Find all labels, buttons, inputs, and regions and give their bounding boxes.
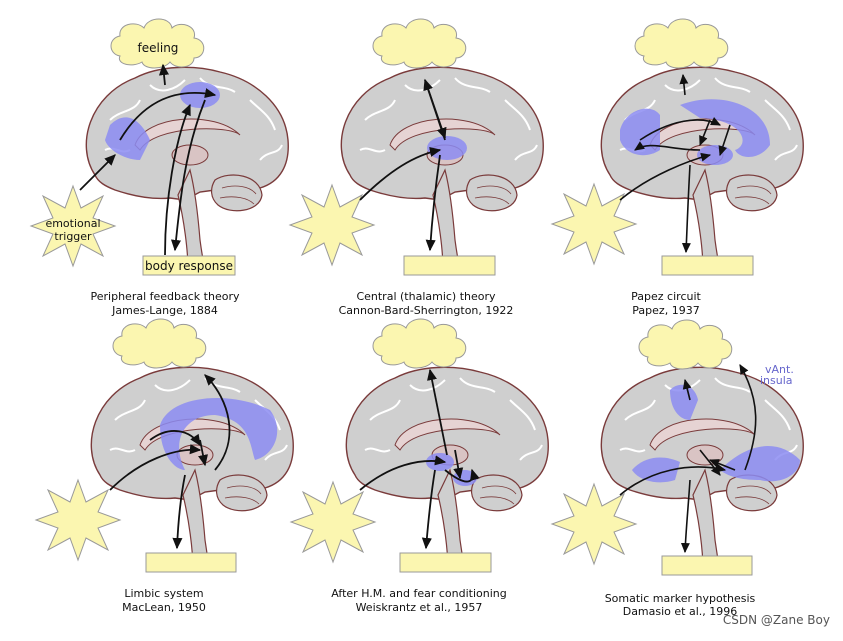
panel3-arrows bbox=[619, 73, 731, 254]
caption-line2: James-Lange, 1884 bbox=[111, 304, 218, 317]
response-box bbox=[661, 255, 754, 276]
star bbox=[551, 483, 637, 565]
panel6-arrows bbox=[619, 364, 757, 554]
body-response-box: body response bbox=[142, 255, 236, 276]
watermark: CSDN @Zane Boy bbox=[723, 613, 830, 627]
star bbox=[35, 479, 121, 561]
caption-line1: Peripheral feedback theory bbox=[91, 290, 240, 303]
feeling-cloud: feeling bbox=[110, 18, 205, 69]
cloud bbox=[112, 318, 207, 369]
caption-line2: Cannon-Bard-Sherrington, 1922 bbox=[339, 304, 514, 317]
cloud bbox=[638, 319, 733, 370]
caption-line1: Papez circuit bbox=[631, 290, 701, 303]
caption-line2: Weiskrantz et al., 1957 bbox=[356, 601, 483, 614]
panel-somatic-marker: vAnt. insula Somatic marker hypothesis D… bbox=[551, 319, 805, 618]
response-box bbox=[661, 555, 753, 576]
panel-limbic-system: Limbic system MacLean, 1950 bbox=[35, 318, 295, 614]
emotional-trigger-star: emotional trigger bbox=[30, 185, 116, 267]
star bbox=[290, 481, 376, 563]
vant-insula-label-line1: vAnt. bbox=[765, 363, 794, 376]
caption-line1: Somatic marker hypothesis bbox=[605, 592, 756, 605]
cloud bbox=[372, 18, 467, 69]
panel5-arrows bbox=[359, 368, 480, 550]
star bbox=[289, 184, 375, 266]
panel2-arrows bbox=[359, 78, 447, 252]
trigger-label-line1: emotional bbox=[45, 217, 100, 230]
body-response-label: body response bbox=[145, 259, 233, 273]
panel1-arrows bbox=[79, 63, 217, 256]
vant-insula-label-line2: insula bbox=[760, 374, 793, 387]
panel-papez-circuit: Papez circuit Papez, 1937 bbox=[551, 18, 805, 317]
caption-line2: Papez, 1937 bbox=[632, 304, 699, 317]
star bbox=[551, 183, 637, 265]
panel-peripheral-feedback: feeling emotional trigger body response … bbox=[30, 18, 290, 317]
caption-line1: After H.M. and fear conditioning bbox=[331, 587, 506, 600]
cloud bbox=[634, 18, 729, 69]
caption-line2: MacLean, 1950 bbox=[122, 601, 206, 614]
response-box bbox=[399, 552, 492, 573]
feeling-label: feeling bbox=[138, 41, 179, 55]
response-box bbox=[145, 552, 237, 573]
response-box bbox=[403, 255, 496, 276]
panel4-arrows bbox=[109, 374, 231, 550]
panel-hm-fear-conditioning: After H.M. and fear conditioning Weiskra… bbox=[290, 318, 550, 614]
trigger-label-line2: trigger bbox=[54, 230, 92, 243]
caption-line1: Limbic system bbox=[124, 587, 203, 600]
caption-line1: Central (thalamic) theory bbox=[356, 290, 496, 303]
caption-line2: Damasio et al., 1996 bbox=[623, 605, 738, 618]
panel-central-thalamic: Central (thalamic) theory Cannon-Bard-Sh… bbox=[289, 18, 545, 317]
cloud bbox=[372, 318, 467, 369]
